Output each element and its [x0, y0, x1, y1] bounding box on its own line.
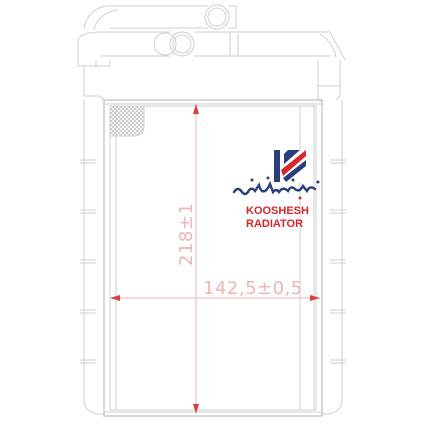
width-dimension: 142,5±0,5 — [110, 278, 320, 301]
height-label: 218±1 — [176, 203, 197, 266]
k-letter-logo-icon — [272, 150, 306, 182]
fin-hatch-line — [152, 106, 182, 136]
fin-hatch-line — [135, 106, 144, 136]
fin-hatch-line — [143, 106, 144, 136]
fin-pattern — [109, 105, 198, 137]
fin-hatch-line — [160, 106, 190, 136]
fin-hatch-line — [156, 106, 186, 136]
width-arrow-left — [110, 295, 120, 301]
fin-hatch-line — [156, 106, 186, 136]
brand-logo: KOOSHESH RADIATOR — [232, 150, 320, 230]
fin-hatch-line — [160, 106, 190, 136]
fin-hatch-line — [148, 106, 178, 136]
radiator-core — [103, 99, 323, 417]
fin-hatch-line — [148, 106, 178, 136]
right-tank — [321, 100, 346, 415]
fin-hatch-line — [127, 106, 144, 136]
fin-hatch-line — [168, 106, 198, 136]
width-label: 142,5±0,5 — [203, 278, 303, 299]
fin-hatch-line — [135, 106, 144, 136]
height-arrow-top — [193, 104, 199, 114]
fin-hatch-line — [123, 106, 144, 136]
width-arrow-right — [310, 295, 320, 301]
height-arrow-bottom — [193, 404, 199, 414]
persian-script-logo — [232, 176, 320, 200]
fin-hatch-line — [168, 106, 198, 136]
fin-hatch-line — [164, 106, 194, 136]
top-pipes — [77, 4, 346, 103]
fin-hatch-line — [131, 106, 144, 136]
fin-hatch-line — [143, 106, 144, 136]
fin-patch-border — [109, 105, 145, 137]
brand-name-line1: KOOSHESH — [246, 205, 309, 217]
fin-hatch-line — [164, 106, 194, 136]
height-dimension: 218±1 — [176, 104, 199, 414]
brand-name-line2: RADIATOR — [246, 218, 303, 230]
fin-hatch-line — [131, 106, 144, 136]
left-tank — [80, 100, 105, 415]
fin-hatch-line — [119, 106, 144, 136]
fin-hatch-line — [152, 106, 182, 136]
